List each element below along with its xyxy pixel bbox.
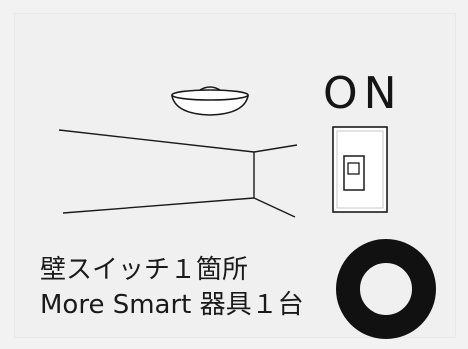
room-perspective-icon: [58, 129, 298, 218]
switch-state-label: ON: [323, 68, 403, 119]
caption-switch-count: 壁スイッチ１箇所: [40, 255, 249, 285]
wall-switch-icon: [332, 126, 388, 213]
circle-ring-icon: [336, 239, 436, 339]
ceiling-light-icon: [171, 86, 249, 116]
caption-fixture-count: More Smart 器具１台: [40, 290, 304, 320]
